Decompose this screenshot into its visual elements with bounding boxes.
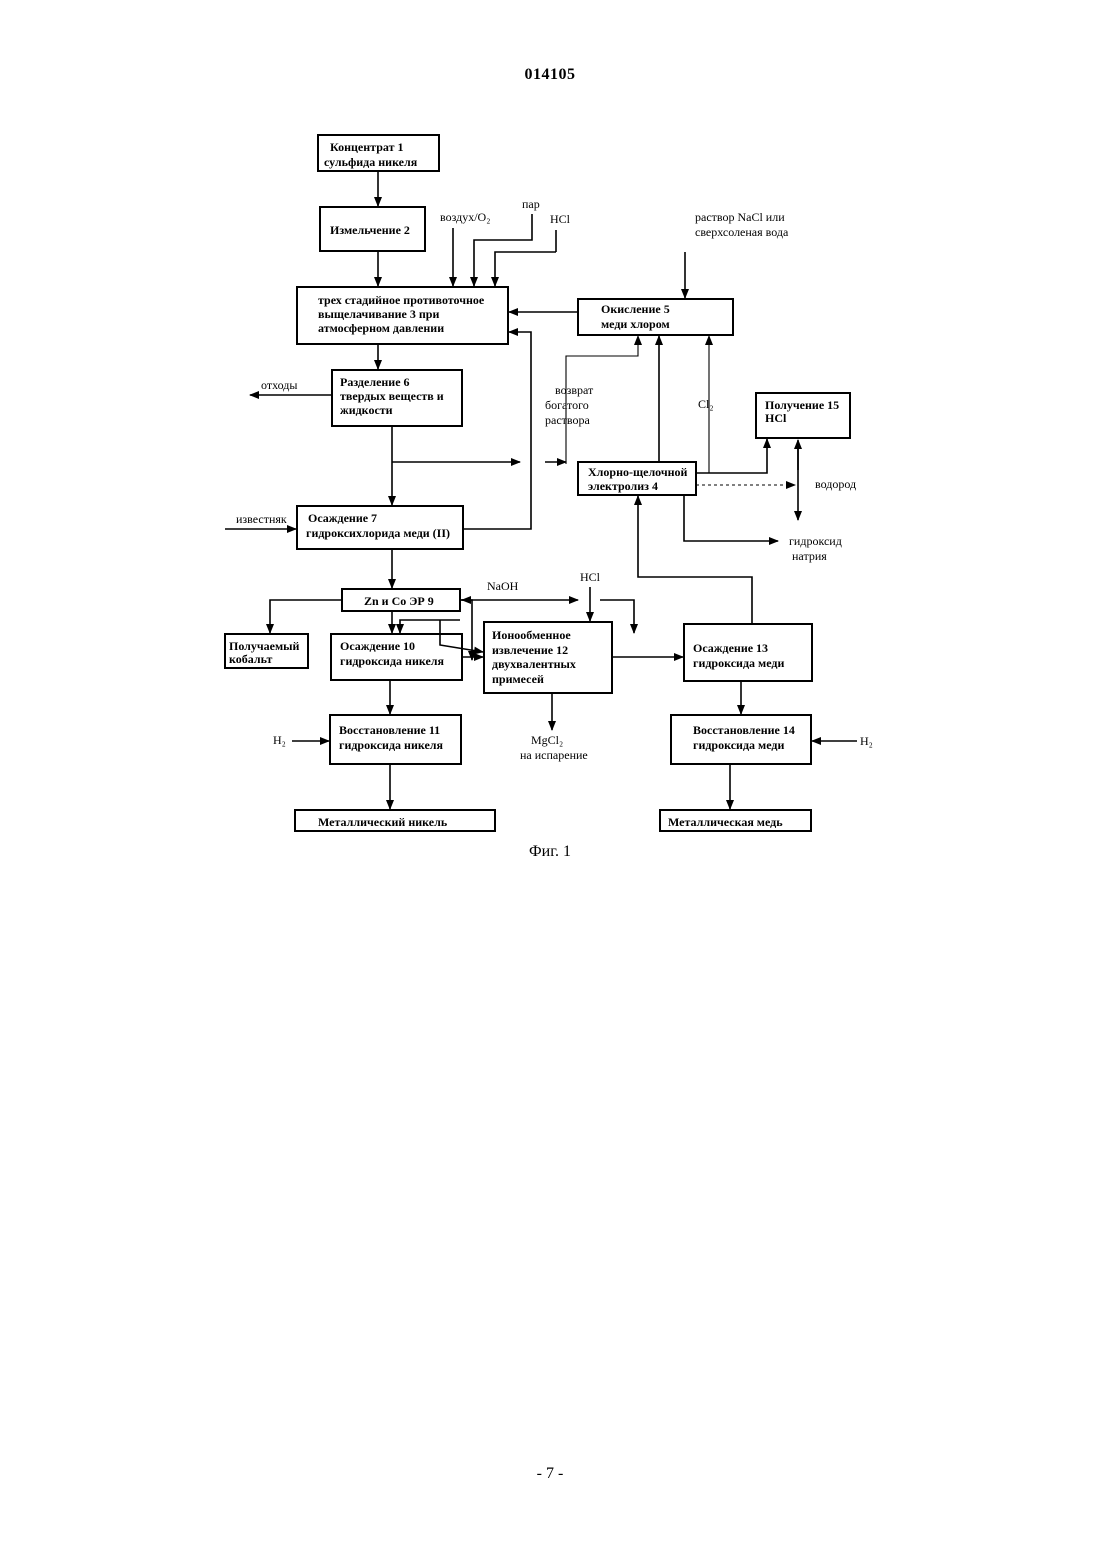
svg-text:Осаждение 10: Осаждение 10 <box>340 639 415 653</box>
label-naoh: NaOH <box>487 579 519 593</box>
label-nacl: раствор NaCl или <box>695 210 785 224</box>
box-electrolysis: Хлорно-щелочной электролиз 4 <box>578 462 696 495</box>
label-sodium-hydroxide-1: гидроксид <box>789 534 842 548</box>
box-reduction-14: Восстановление 14 гидроксида меди <box>671 715 811 764</box>
svg-text:Ионообменное: Ионообменное <box>492 628 571 642</box>
box-oxidation: Окисление 5 меди хлором <box>578 299 733 335</box>
label-hcl-top: HCl <box>550 212 571 226</box>
svg-text:Металлический никель: Металлический никель <box>318 815 448 829</box>
connectors <box>225 171 857 809</box>
svg-text:Металлическая медь: Металлическая медь <box>668 815 783 829</box>
svg-text:кобальт: кобальт <box>229 652 272 666</box>
box-ion-exchange: Ионообменное извлечение 12 двухвалентных… <box>484 622 612 693</box>
svg-text:Окисление 5: Окисление 5 <box>601 302 670 316</box>
label-steam: пар <box>522 197 540 211</box>
label-air-o2: воздух/O₂ <box>440 210 490 224</box>
svg-text:меди хлором: меди хлором <box>601 317 670 331</box>
svg-text:Получение 15: Получение 15 <box>765 398 839 412</box>
svg-text:трех стадийное противоточное: трех стадийное противоточное <box>318 293 485 307</box>
svg-text:Концентрат 1: Концентрат 1 <box>330 140 403 154</box>
label-return-2: богатого <box>545 398 589 412</box>
box-precipitation-13: Осаждение 13 гидроксида меди <box>684 624 812 681</box>
svg-text:электролиз 4: электролиз 4 <box>588 479 658 493</box>
label-nacl-2: сверхсоленая вода <box>695 225 789 239</box>
page-number: - 7 - <box>0 1465 1100 1483</box>
svg-text:гидроксида меди: гидроксида меди <box>693 656 784 670</box>
box-reduction-11: Восстановление 11 гидроксида никеля <box>330 715 461 764</box>
label-return-3: раствора <box>545 413 590 427</box>
svg-text:атмосферном давлении: атмосферном давлении <box>318 321 444 335</box>
svg-text:Zn и Co ЭР 9: Zn и Co ЭР 9 <box>364 594 434 608</box>
svg-text:гидроксида никеля: гидроксида никеля <box>340 654 445 668</box>
box-leaching: трех стадийное противоточное выщелачиван… <box>297 287 508 344</box>
svg-text:Измельчение 2: Измельчение 2 <box>330 223 410 237</box>
box-grinding: Измельчение 2 <box>320 207 425 251</box>
svg-text:двухвалентных: двухвалентных <box>492 657 576 671</box>
svg-text:жидкости: жидкости <box>340 403 393 417</box>
svg-text:гидроксида меди: гидроксида меди <box>693 738 784 752</box>
svg-text:Восстановление 11: Восстановление 11 <box>339 723 440 737</box>
label-hydrogen: водород <box>815 477 856 491</box>
box-separation: Разделение 6 твердых веществ и жидкости <box>332 370 462 426</box>
label-mgcl2-2: на испарение <box>520 748 588 762</box>
svg-text:извлечение 12: извлечение 12 <box>492 643 568 657</box>
label-mgcl2: MgCl₂ <box>531 733 563 747</box>
label-hcl-mid: HCl <box>580 570 601 584</box>
label-waste: отходы <box>261 378 297 392</box>
label-h2-right: H₂ <box>860 734 873 748</box>
box-nickel-metal: Металлический никель <box>295 810 495 831</box>
box-precipitation-10: Осаждение 10 гидроксида никеля <box>331 634 462 680</box>
svg-text:твердых веществ и: твердых веществ и <box>340 389 444 403</box>
box-zn-co: Zn и Co ЭР 9 <box>342 589 460 611</box>
svg-text:Восстановление 14: Восстановление 14 <box>693 723 795 737</box>
svg-text:гидроксихлорида меди (II): гидроксихлорида меди (II) <box>306 526 450 540</box>
label-return-1: возврат <box>555 383 594 397</box>
box-precipitation-7: Осаждение 7 гидроксихлорида меди (II) <box>297 506 463 549</box>
box-hcl-production: Получение 15 HCl <box>756 393 850 438</box>
box-cobalt: Получаемый кобальт <box>225 634 308 668</box>
label-sodium-hydroxide-2: натрия <box>792 549 827 563</box>
svg-text:примесей: примесей <box>492 672 544 686</box>
svg-text:Разделение 6: Разделение 6 <box>340 375 410 389</box>
svg-text:сульфида никеля: сульфида никеля <box>324 155 418 169</box>
label-cl2: Cl₂ <box>698 397 714 411</box>
svg-text:гидроксида никеля: гидроксида никеля <box>339 738 444 752</box>
svg-text:Хлорно-щелочной: Хлорно-щелочной <box>588 465 688 479</box>
label-limestone: известняк <box>236 512 287 526</box>
box-copper-metal: Металлическая медь <box>660 810 811 831</box>
svg-text:выщелачивание 3 при: выщелачивание 3 при <box>318 307 439 321</box>
svg-text:Получаемый: Получаемый <box>229 639 300 653</box>
svg-text:Осаждение 13: Осаждение 13 <box>693 641 768 655</box>
label-h2-left: H₂ <box>273 733 286 747</box>
box-concentrate: Концентрат 1 сульфида никеля <box>318 135 439 171</box>
figure-caption: Фиг. 1 <box>0 843 1100 861</box>
svg-text:HCl: HCl <box>765 411 787 425</box>
svg-text:Осаждение 7: Осаждение 7 <box>308 511 377 525</box>
